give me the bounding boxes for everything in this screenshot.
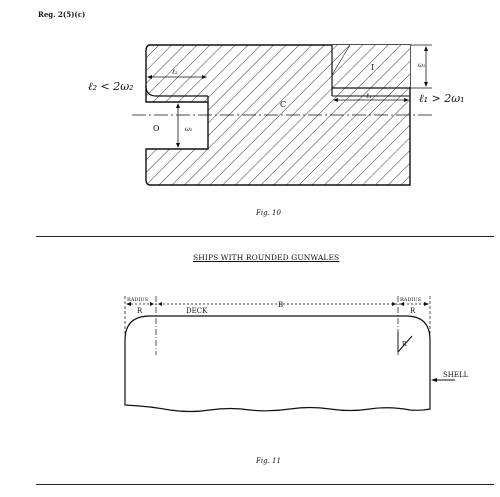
label-w1: ω₁ — [418, 62, 425, 69]
label-left-inequality: ℓ₂ < 2ω₂ — [88, 80, 134, 93]
regulation-reference: Reg. 2(5)(c) — [38, 10, 86, 19]
region-o-top-notch — [145, 85, 208, 97]
dimension-w2 — [176, 103, 180, 148]
label-shell: SHELL — [443, 371, 469, 379]
hull-outline — [124, 315, 431, 413]
label-right-inequality: ℓ₁ > 2ω₁ — [419, 92, 465, 105]
figure-10-caption: Fig. 10 — [256, 209, 281, 217]
label-region-o: O — [153, 124, 160, 133]
figure-11-diagram — [124, 296, 455, 413]
dimension-w1 — [410, 44, 432, 89]
label-w2: ω₂ — [185, 126, 193, 133]
label-r-right: R — [410, 307, 416, 315]
dimension-l2 — [147, 75, 207, 79]
label-l1: ℓ₁ — [365, 92, 372, 100]
label-l2: ℓ₂ — [171, 68, 178, 76]
label-b: B — [278, 301, 283, 309]
label-radius-left: RADIUS — [127, 297, 149, 303]
label-region-i: I — [371, 63, 374, 72]
label-r-left: R — [137, 307, 143, 315]
section-title: SHIPS WITH ROUNDED GUNWALES — [193, 253, 340, 262]
label-r-small: R — [402, 341, 407, 348]
label-radius-right: RADIUS — [400, 297, 422, 303]
dimension-l1 — [333, 98, 409, 102]
label-region-c: C — [280, 100, 286, 109]
label-deck: DECK — [186, 307, 208, 315]
figure-11-caption: Fig. 11 — [256, 457, 281, 465]
region-i-block — [331, 44, 410, 97]
section-divider-bottom — [36, 484, 494, 485]
section-divider-top — [36, 236, 494, 237]
